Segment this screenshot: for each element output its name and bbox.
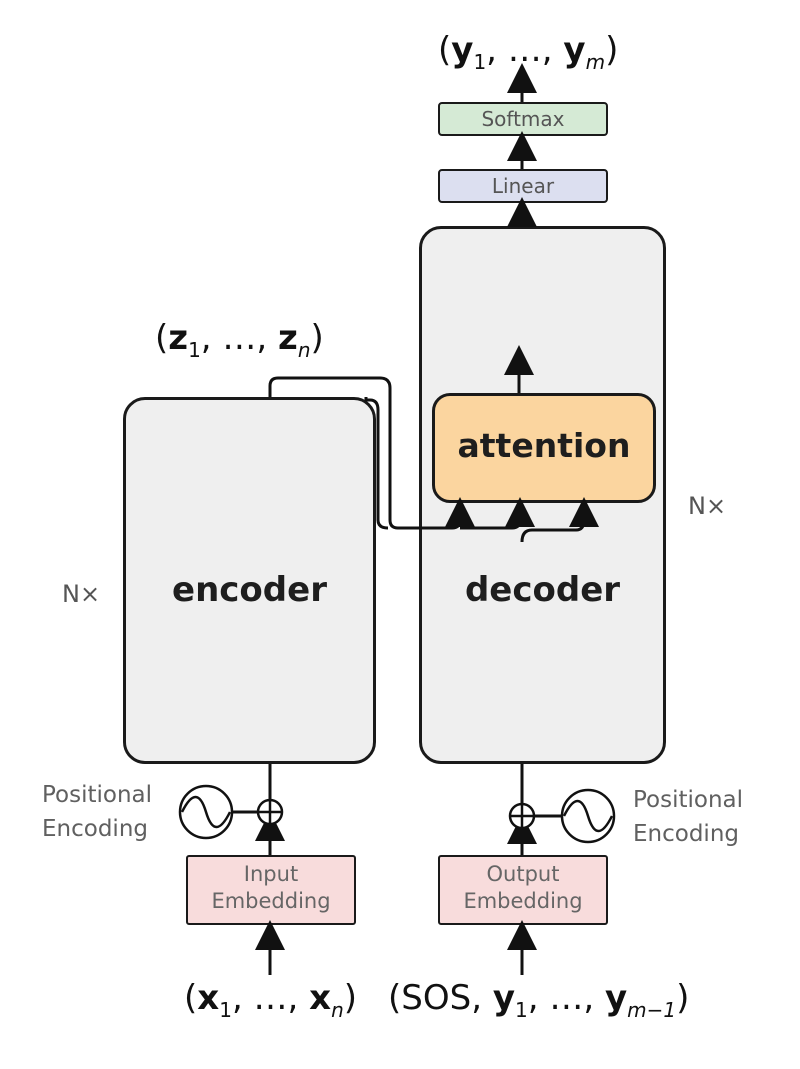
positional-encoding-left-label: Positional Encoding (42, 778, 152, 846)
wire-attention-mid (460, 497, 535, 530)
decoder-input-sequence: (SOS, y1, …, ym−1) (388, 978, 690, 1022)
input-embedding-line1: Input (243, 862, 299, 886)
attention-label: attention (457, 426, 631, 465)
wire-encoder-to-attention-b (364, 397, 389, 530)
output-embedding-line1: Output (486, 862, 560, 886)
output-sequence: (y1, …, ym) (438, 30, 619, 74)
sinusoid-icon-right (560, 788, 616, 844)
input-sequence: (x1, …, xn) (184, 978, 358, 1022)
positional-right-line1: Positional (633, 787, 744, 813)
encoder-repeat-label: N× (62, 580, 101, 608)
encoder-label: encoder (172, 570, 327, 610)
input-embedding: Input Embedding (186, 855, 356, 925)
decoder-label: decoder (464, 570, 621, 610)
encoder-block: encoder (123, 397, 376, 764)
add-icon-right (508, 802, 536, 830)
softmax-layer: Softmax (438, 102, 608, 136)
output-embedding: Output Embedding (438, 855, 608, 925)
wire-encoder-to-attention-a (268, 376, 475, 530)
positional-right-line2: Encoding (633, 821, 739, 847)
positional-left-line2: Encoding (42, 816, 148, 842)
decoder-repeat-label: N× (688, 492, 727, 520)
input-embedding-line2: Embedding (211, 889, 331, 913)
encoder-output-sequence: (z1, …, zn) (155, 318, 324, 362)
positional-left-line1: Positional (42, 782, 153, 808)
sinusoid-icon-left (178, 784, 234, 840)
attention-block: attention (432, 393, 656, 503)
add-icon-left (256, 798, 284, 826)
wire-decoder-to-attention (520, 497, 599, 543)
positional-encoding-right-label: Positional Encoding (633, 783, 743, 851)
output-embedding-line2: Embedding (463, 889, 583, 913)
